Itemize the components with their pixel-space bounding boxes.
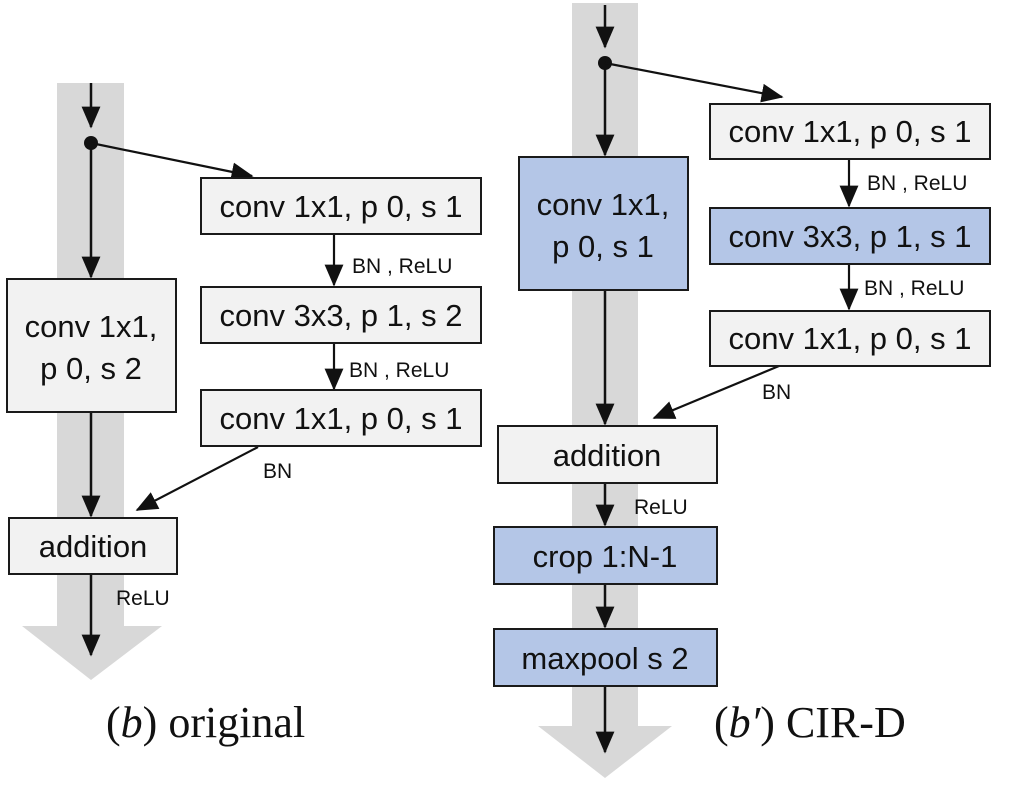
- right-branch-conv1-label: conv 1x1, p 0, s 1: [729, 114, 972, 149]
- left-label-relu: ReLU: [116, 587, 170, 610]
- left-branch-conv3-box: [200, 389, 482, 447]
- right-branch-conv1-box: [709, 103, 991, 160]
- right-maxpool-box: [493, 628, 718, 687]
- right-shortcut-conv-line1: conv 1x1,: [537, 187, 670, 222]
- left-branch-conv1-box: [200, 177, 482, 235]
- left-arrow-branch-to-addition: [135, 446, 259, 511]
- right-maxpool-label: maxpool s 2: [521, 641, 688, 676]
- left-label-bn-relu-1: BN , ReLU: [352, 255, 452, 278]
- left-branch-conv2-label: conv 3x3, p 1, s 2: [220, 298, 463, 333]
- left-shortcut-conv-line2: p 0, s 2: [40, 351, 142, 386]
- right-arrow-branch-to-addition: [652, 364, 780, 420]
- right-shortcut-conv-line2: p 0, s 1: [552, 229, 654, 264]
- right-label-bn-relu-2: BN , ReLU: [864, 277, 964, 300]
- left-caption: (b) original: [106, 698, 305, 747]
- right-block-cir-d: conv 1x1, p 0, s 1 conv 1x1, p 0, s 1 co…: [493, 3, 991, 778]
- right-crop-label: crop 1:N-1: [533, 539, 678, 574]
- left-shortcut-conv-box: [6, 278, 177, 413]
- right-arrow-split-to-branch: [604, 61, 784, 103]
- left-arrow-split-to-branch: [90, 141, 254, 182]
- right-caption: (b′) CIR-D: [714, 698, 906, 747]
- left-shortcut-conv-line1: conv 1x1,: [25, 309, 158, 344]
- right-branch-conv2-box: [709, 207, 991, 265]
- right-shortcut-conv-box: [518, 156, 689, 291]
- right-addition-label: addition: [553, 438, 662, 473]
- right-crop-box: [493, 526, 718, 585]
- right-branch-conv3-box: [709, 310, 991, 367]
- left-label-bn-relu-2: BN , ReLU: [349, 359, 449, 382]
- right-branch-conv2-label: conv 3x3, p 1, s 1: [729, 219, 972, 254]
- right-branch-conv3-label: conv 1x1, p 0, s 1: [729, 321, 972, 356]
- left-branch-conv1-label: conv 1x1, p 0, s 1: [220, 189, 463, 224]
- left-block-original: conv 1x1, p 0, s 2 conv 1x1, p 0, s 1 co…: [6, 83, 482, 747]
- left-addition-box: [8, 517, 178, 575]
- right-label-bn-relu-1: BN , ReLU: [867, 172, 967, 195]
- right-addition-box: [497, 425, 718, 484]
- right-split-node: [598, 56, 612, 70]
- left-label-bn: BN: [263, 460, 292, 483]
- right-label-relu: ReLU: [634, 496, 688, 519]
- left-addition-label: addition: [39, 529, 148, 564]
- left-branch-conv2-box: [200, 286, 482, 344]
- left-branch-conv3-label: conv 1x1, p 0, s 1: [220, 401, 463, 436]
- right-label-bn: BN: [762, 381, 791, 404]
